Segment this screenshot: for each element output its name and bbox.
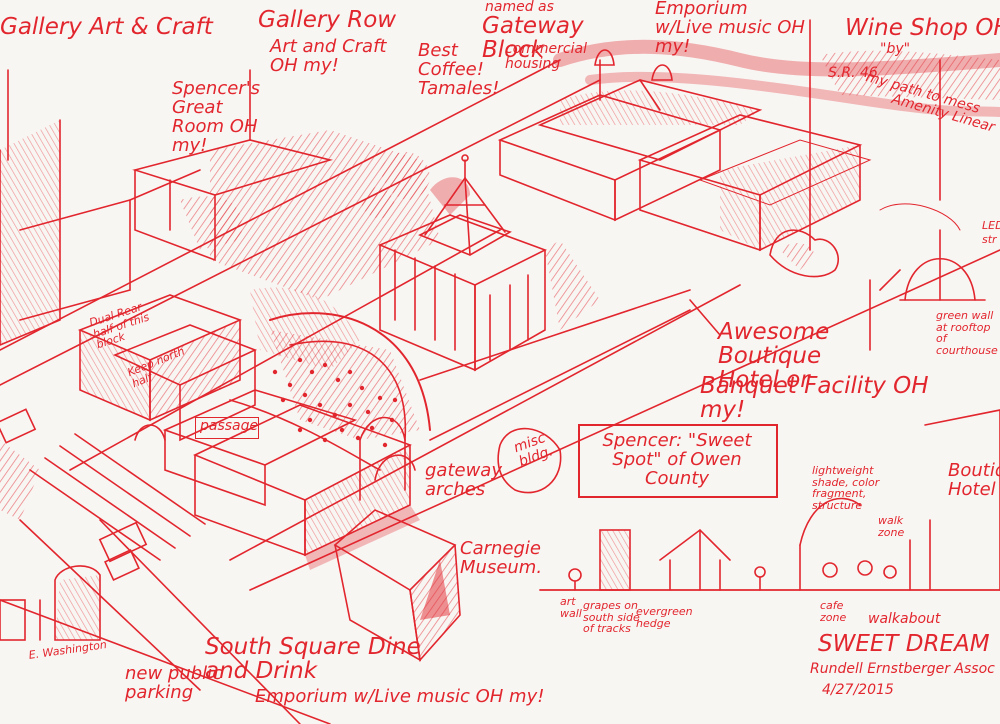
label-sweet-dream: SWEET DREAM: [818, 631, 990, 657]
label-south-square: South Square Dine and Drink: [205, 634, 421, 685]
label-sr46: S.R. 46: [828, 65, 878, 81]
label-art-wall: art wall: [560, 595, 582, 620]
label-gallery-row: Gallery Row: [258, 7, 397, 33]
sweet-spot-box: [578, 424, 778, 498]
label-gateway-arches: gateway arches: [425, 460, 502, 500]
label-named-as: named as: [485, 0, 554, 15]
label-emporium-bottom: Emporium w/Live music OH my!: [255, 686, 545, 707]
label-led: LED: [982, 219, 1000, 232]
label-green-wall: green wall at rooftop of courthouse: [936, 309, 998, 357]
label-boutique-hotel-right: Boutique Hotel: [948, 460, 1000, 500]
label-walk-zone: walk zone: [878, 514, 905, 539]
label-date: 4/27/2015: [822, 682, 894, 698]
label-cafe-zone: cafe zone: [820, 599, 847, 624]
label-gallery-art-craft: Gallery Art & Craft: [0, 14, 213, 40]
label-tamales: Tamales!: [418, 78, 500, 99]
label-commercial-housing: commercial housing: [505, 41, 587, 72]
label-banquet: Banquet Facility OH my!: [700, 373, 929, 424]
label-awesome-hotel: Awesome Boutique Hotel or: [718, 319, 830, 394]
label-wine-shop-note: "by": [880, 41, 911, 57]
label-led-2: str: [982, 233, 997, 246]
label-passage: passage: [200, 418, 259, 434]
label-emporium-top: Emporium w/Live music OH my!: [655, 0, 805, 57]
label-new-public-parking: new public parking: [125, 663, 223, 703]
label-best-coffee: Best Coffee!: [418, 40, 484, 80]
label-carnegie: Carnegie Museum.: [460, 538, 543, 578]
label-wine-shop: Wine Shop OH my: [845, 15, 1000, 41]
passage-tag: [195, 417, 259, 439]
label-lightweight-shade: lightweight shade, color fragment, struc…: [812, 464, 880, 512]
label-grapes: grapes on south side of tracks: [583, 599, 640, 636]
label-evergreen: evergreen hedge: [636, 605, 693, 630]
label-walkabout: walkabout: [868, 611, 941, 627]
label-gateway-block: Gateway Block: [482, 13, 584, 64]
label-firm: Rundell Ernstberger Assoc: [810, 661, 995, 677]
label-spencers-great-room: Spencer's Great Room OH my!: [172, 78, 261, 156]
label-art-and-craft: Art and Craft OH my!: [270, 36, 387, 76]
label-sweet-spot: Spencer: "Sweet Spot" of Owen County: [602, 430, 752, 489]
